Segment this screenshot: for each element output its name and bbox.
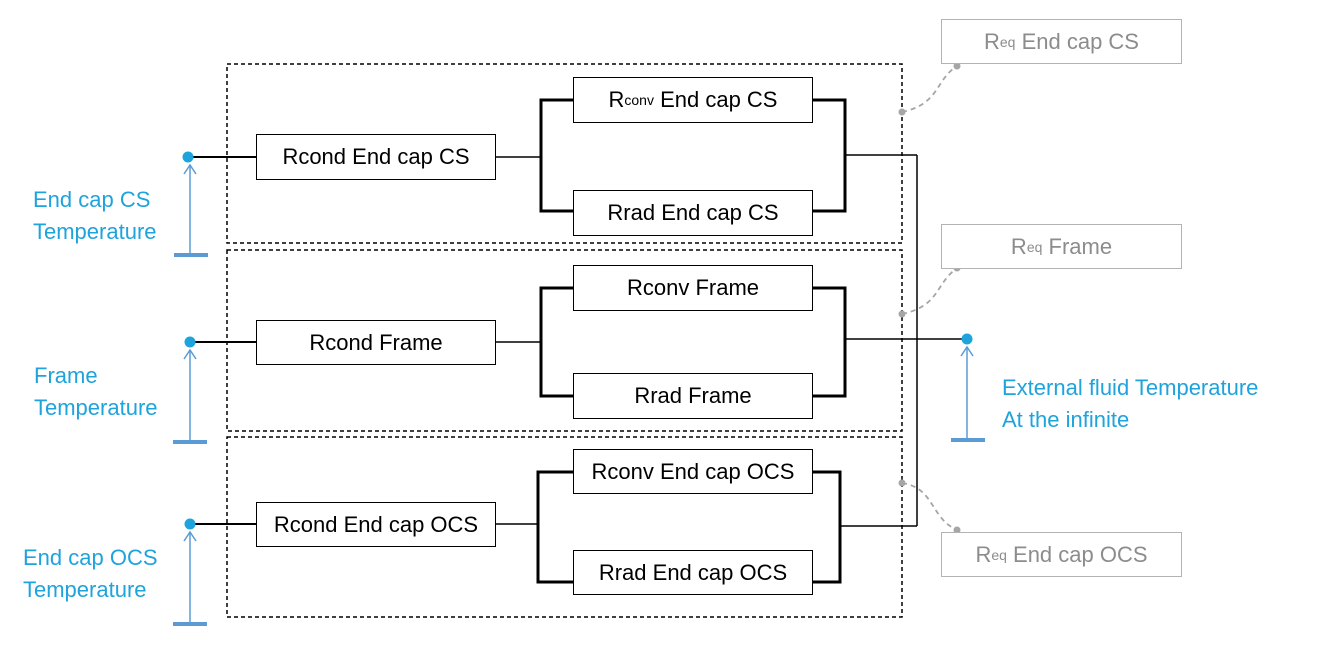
rcond-box-end-cap-ocs: Rcond End cap OCS xyxy=(256,502,496,547)
req-suffix: End cap CS xyxy=(1015,28,1139,54)
source-label-line2: Temperature xyxy=(34,395,158,420)
req-main: R xyxy=(975,541,992,567)
req-suffix: End cap OCS xyxy=(1006,541,1148,567)
temperature-source-icon-end-cap-cs xyxy=(174,151,208,257)
source-label-end-cap-ocs: End cap OCS Temperature xyxy=(23,542,158,606)
req-subscript: eq xyxy=(991,546,1007,563)
external-temperature-icon xyxy=(951,333,985,442)
rconv-box-frame: Rconv Frame xyxy=(573,265,813,311)
req-main: R xyxy=(1010,233,1027,259)
source-label-frame: Frame Temperature xyxy=(34,360,158,424)
req-suffix: Frame xyxy=(1042,233,1113,259)
callout-leader-frame xyxy=(898,264,961,318)
rconv-suffix: End cap CS xyxy=(653,87,778,112)
temperature-source-icon-end-cap-ocs xyxy=(173,518,207,626)
sink-label-line1: External fluid Temperature xyxy=(1002,375,1259,400)
group-boundary-frame xyxy=(226,249,903,432)
source-label-line1: Frame xyxy=(34,363,98,388)
wiring-frame xyxy=(190,286,967,398)
rconv-main: R xyxy=(608,87,625,112)
req-subscript: eq xyxy=(1026,238,1043,255)
temperature-source-icon-frame xyxy=(173,336,207,444)
source-label-end-cap-cs: End cap CS Temperature xyxy=(33,184,157,248)
group-boundary-end-cap-cs xyxy=(226,63,903,244)
callout-leader-end-cap-cs xyxy=(898,62,961,116)
source-label-line2: Temperature xyxy=(23,577,147,602)
rconv-main: Rconv Frame xyxy=(626,275,760,300)
rcond-box-frame: Rcond Frame xyxy=(256,320,496,365)
callout-leader-end-cap-ocs xyxy=(898,479,961,534)
source-label-line1: End cap CS xyxy=(33,187,151,212)
req-main: R xyxy=(984,28,1000,54)
source-label-line1: End cap OCS xyxy=(23,545,158,570)
sink-label: External fluid Temperature At the infini… xyxy=(1002,372,1258,436)
req-subscript: eq xyxy=(999,33,1016,50)
group-boundary-end-cap-ocs xyxy=(226,436,903,618)
rrad-box-end-cap-ocs: Rrad End cap OCS xyxy=(573,550,813,595)
source-label-line2: Temperature xyxy=(33,219,157,244)
wiring-end-cap-ocs xyxy=(190,470,917,584)
rconv-main: Rconv End cap OCS xyxy=(591,458,795,484)
rconv-subscript: conv xyxy=(624,92,654,108)
rrad-box-end-cap-cs: Rrad End cap CS xyxy=(573,190,813,236)
rconv-box-end-cap-ocs: Rconv End cap OCS xyxy=(573,449,813,494)
rcond-box-end-cap-cs: Rcond End cap CS xyxy=(256,134,496,180)
wiring-end-cap-cs xyxy=(190,98,917,213)
sink-label-line2: At the infinite xyxy=(1002,407,1130,432)
rrad-box-frame: Rrad Frame xyxy=(573,373,813,419)
